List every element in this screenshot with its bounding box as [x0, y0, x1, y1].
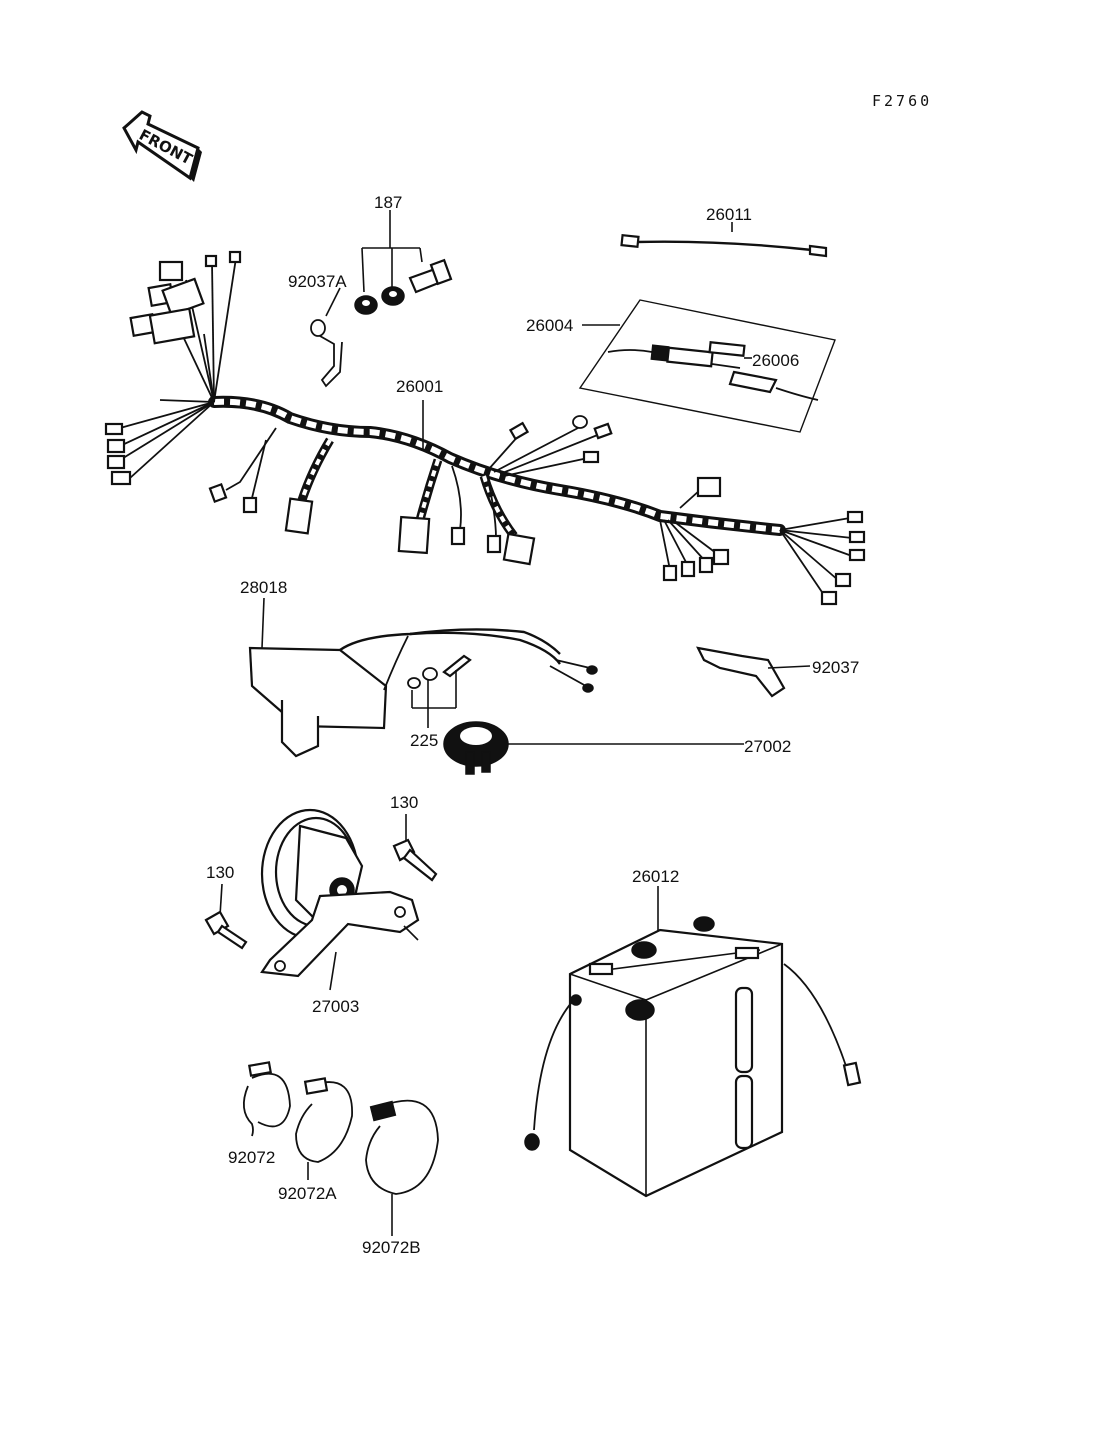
- part-28018-regulator: [248, 597, 598, 758]
- callout-187: 187: [374, 193, 402, 212]
- part-92037-bracket: [696, 646, 811, 698]
- callout-92072: 92072: [228, 1148, 275, 1167]
- part-26011-lead-wire: [620, 222, 828, 258]
- callout-26012: 26012: [632, 867, 679, 886]
- part-26001-main-harness: [104, 250, 866, 606]
- part-92037A-clip: [310, 287, 343, 388]
- part-130-bolt-upper: [392, 814, 438, 882]
- figure-code: F2760: [872, 92, 932, 110]
- callout-130-upper: 130: [390, 793, 418, 812]
- part-130-bolt-lower: [204, 883, 248, 950]
- part-27002-switch: [443, 721, 744, 775]
- callout-26006: 26006: [752, 351, 799, 370]
- callout-92037: 92037: [812, 658, 859, 677]
- part-26004-fuse-kit: [578, 299, 836, 433]
- callout-26011: 26011: [706, 205, 752, 224]
- part-225-screw-washers: [407, 654, 472, 728]
- callout-27002: 27002: [744, 737, 791, 756]
- part-27003-horn: [260, 808, 420, 991]
- front-arrow-icon: FRONT: [122, 110, 202, 182]
- callout-92072B: 92072B: [362, 1238, 421, 1257]
- callout-92037A: 92037A: [288, 272, 347, 291]
- part-92072-band: [242, 1061, 291, 1137]
- callout-92072A: 92072A: [278, 1184, 337, 1203]
- callout-27003: 27003: [312, 997, 359, 1016]
- callout-28018: 28018: [240, 578, 287, 597]
- part-26012-battery: [524, 886, 862, 1198]
- part-92072A-band: [295, 1077, 353, 1180]
- part-187-washers-bolt: [354, 210, 453, 315]
- callout-26001: 26001: [396, 377, 443, 396]
- callout-225: 225: [410, 731, 438, 750]
- callout-26004: 26004: [526, 316, 573, 335]
- callout-130-lower: 130: [206, 863, 234, 882]
- part-92072B-band: [365, 1099, 439, 1236]
